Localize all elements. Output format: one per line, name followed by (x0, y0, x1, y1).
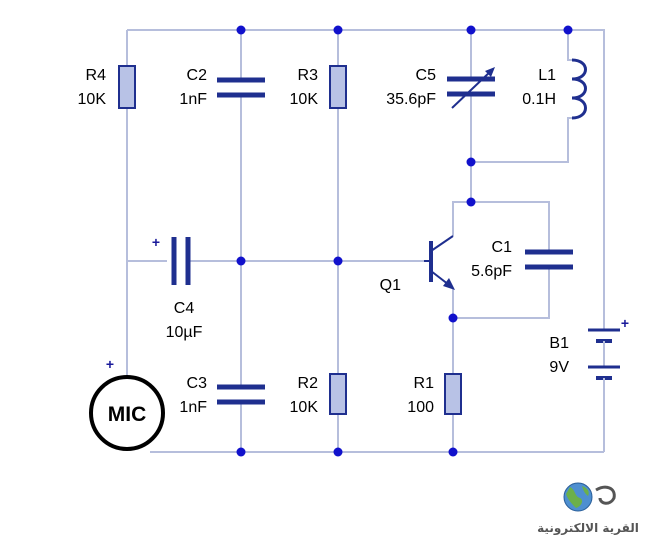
q1-transistor-symbol (424, 235, 455, 290)
junction-dot (466, 157, 476, 167)
c1-bottom-wire (453, 267, 550, 319)
wires (126, 29, 605, 453)
junction-dot (236, 447, 246, 457)
c4-value-label: 10µF (166, 324, 203, 341)
q1-name-label: Q1 (380, 277, 401, 294)
junction-dot (466, 197, 476, 207)
mic-plus-mark: + (106, 356, 114, 372)
top-rail-wire (127, 29, 605, 302)
junction-dot (448, 313, 458, 323)
r1-resistor-body (444, 373, 462, 415)
junction-dot (236, 25, 246, 35)
c2-name-label: C2 (187, 67, 208, 84)
c3-capacitor-symbol (217, 384, 265, 405)
b1-battery-symbol (588, 302, 620, 412)
c1-name-label: C1 (492, 239, 513, 256)
c1-value-label: 5.6pF (471, 263, 512, 280)
l1-wire (567, 30, 572, 61)
collector-wire (452, 201, 550, 252)
r4-name-label: R4 (86, 67, 107, 84)
c1-capacitor-symbol (525, 249, 573, 270)
mic-circle (89, 375, 165, 451)
junction-dot (333, 447, 343, 457)
r3-resistor-body (329, 65, 347, 109)
l1-value-label: 0.1H (522, 91, 556, 108)
l1-name-label: L1 (538, 67, 556, 84)
r4-resistor-body (118, 65, 136, 109)
watermark-logo: القرية الالكترونية (537, 482, 639, 536)
junction-dot (563, 25, 573, 35)
mic-label: MIC (108, 403, 147, 426)
r2-resistor-body (329, 373, 347, 415)
c5-value-label: 35.6pF (386, 91, 436, 108)
r3-name-label: R3 (298, 67, 319, 84)
c4-plus-mark: + (152, 234, 160, 250)
c2-value-label: 1nF (179, 91, 207, 108)
b1-value-label: 9V (549, 359, 569, 376)
junction-dot (466, 25, 476, 35)
b1-plus-mark: + (621, 315, 629, 331)
c4-capacitor-symbol (171, 237, 191, 285)
r1-value-label: 100 (407, 399, 434, 416)
c5-variable-capacitor-symbol (447, 67, 495, 109)
r4-value-label: 10K (78, 91, 107, 108)
r2-value-label: 10K (290, 399, 319, 416)
l1-return-wire (471, 117, 572, 163)
r1-name-label: R1 (414, 375, 435, 392)
junction-dots (236, 25, 573, 457)
junction-dot (333, 25, 343, 35)
c3-value-label: 1nF (179, 399, 207, 416)
l1-inductor-coil (571, 58, 587, 120)
b1-name-label: B1 (549, 335, 569, 352)
r2-name-label: R2 (298, 375, 319, 392)
c5-name-label: C5 (416, 67, 437, 84)
junction-dot (448, 447, 458, 457)
junction-dot (333, 256, 343, 266)
logo-script-mark (595, 485, 616, 505)
c3-name-label: C3 (187, 375, 208, 392)
r3-value-label: 10K (290, 91, 319, 108)
c2-capacitor-symbol (217, 77, 265, 98)
c4-name-label: C4 (174, 300, 195, 317)
watermark-text: القرية الالكترونية (537, 521, 639, 536)
junction-dot (236, 256, 246, 266)
